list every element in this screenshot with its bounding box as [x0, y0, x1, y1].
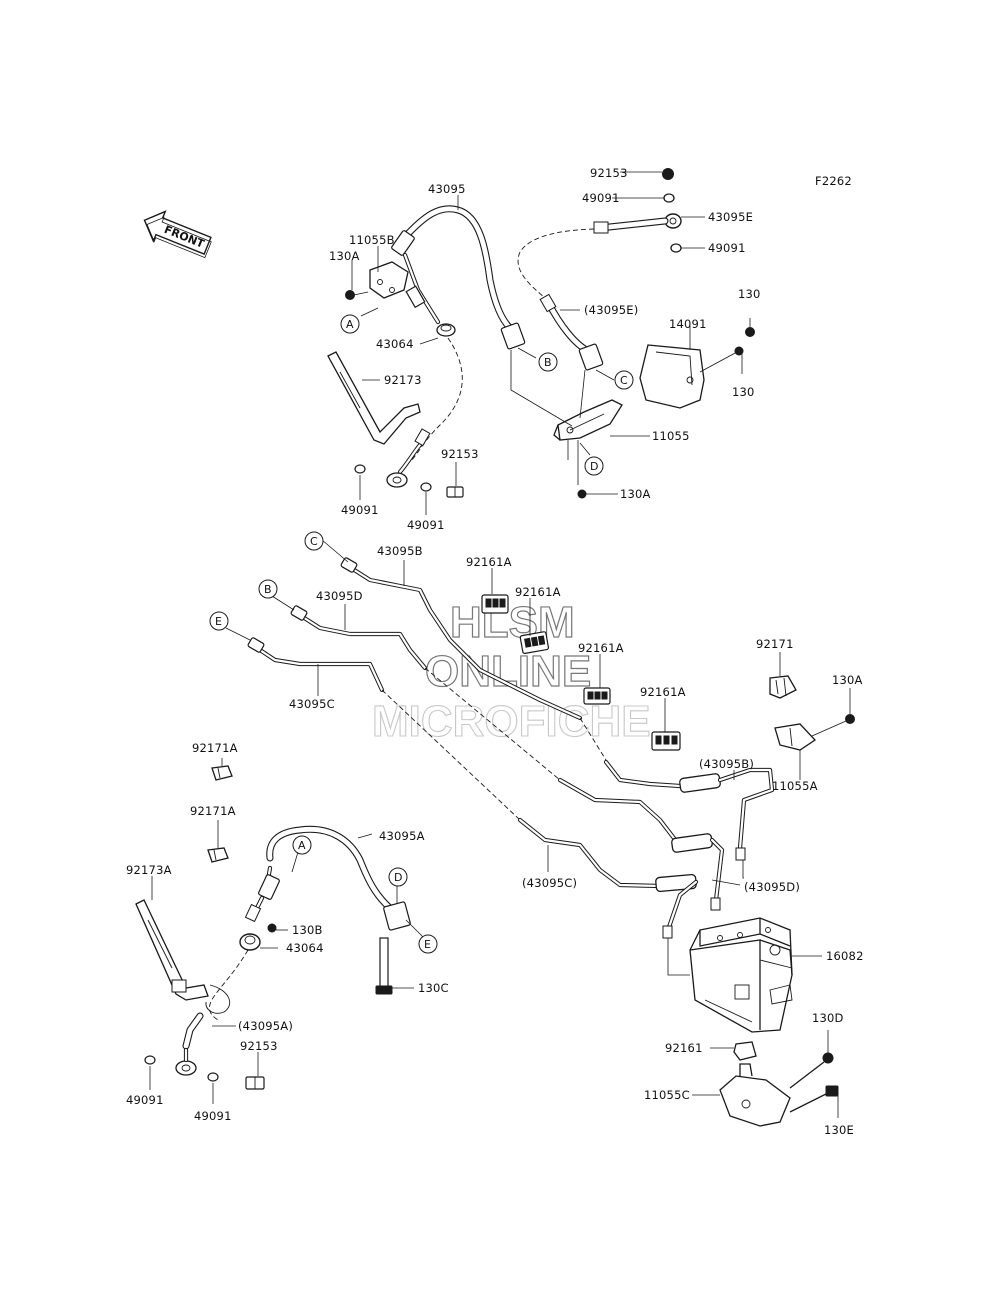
watermark: HLSM ONLINE MICROFICHE	[371, 597, 651, 746]
callout-130-b: 130	[732, 385, 755, 399]
svg-text:D: D	[394, 871, 402, 884]
callout-130A-2: 130A	[620, 487, 651, 501]
ref-mark-e-bottom: E	[418, 934, 438, 954]
callout-130B: 130B	[292, 923, 323, 937]
callout-16082: 16082	[826, 949, 864, 963]
ref-mark-a-bottom: A	[292, 835, 312, 855]
front-arrow-icon: FRONT	[143, 210, 212, 259]
callout-43095E: 43095E	[708, 210, 753, 224]
svg-text:C: C	[620, 374, 628, 387]
callout-49091-top: 49091	[582, 191, 620, 205]
watermark-line1: HLSM	[450, 598, 575, 647]
callout-49091-mid: 49091	[407, 518, 445, 532]
callout-11055B: 11055B	[349, 233, 395, 247]
callout-92161: 92161	[665, 1041, 703, 1055]
callout-43095A-paren: (43095A)	[238, 1019, 293, 1033]
callout-92171: 92171	[756, 637, 794, 651]
callout-130A-3: 130A	[832, 673, 863, 687]
callout-49091-top2: 49091	[708, 241, 746, 255]
reference-marks: A B C D C B E A D E	[209, 314, 634, 954]
pipe-clamps	[481, 568, 681, 751]
right-clamp-assembly	[769, 652, 855, 780]
callout-92153-mid: 92153	[441, 447, 479, 461]
callout-130-a: 130	[738, 287, 761, 301]
middle-brake-pipes	[247, 557, 775, 976]
callout-130D: 130D	[812, 1011, 844, 1025]
callout-92171A-1: 92171A	[192, 741, 238, 755]
svg-text:E: E	[215, 615, 222, 628]
svg-text:E: E	[424, 938, 431, 951]
callout-43095D-paren: (43095D)	[744, 880, 800, 894]
callout-43095A: 43095A	[379, 829, 425, 843]
upper-right-hose-assembly	[510, 168, 755, 499]
callout-43095: 43095	[428, 182, 466, 196]
callout-92161A-2: 92161A	[515, 585, 561, 599]
ref-mark-c-left: C	[304, 531, 324, 551]
watermark-line2: ONLINE	[425, 647, 591, 696]
svg-text:A: A	[298, 839, 306, 852]
callout-49091-bottom1: 49091	[126, 1093, 164, 1107]
leader-lines	[225, 195, 741, 886]
ref-mark-d-bottom: D	[388, 867, 408, 887]
callout-130C: 130C	[418, 981, 449, 995]
callout-11055C: 11055C	[644, 1088, 690, 1102]
upper-left-hose-assembly	[327, 205, 526, 498]
svg-text:D: D	[590, 460, 598, 473]
callout-11055A: 11055A	[772, 779, 818, 793]
part-callouts: 92153 49091 43095E 49091 43095 11055B 13…	[126, 166, 864, 1137]
svg-text:A: A	[346, 318, 354, 331]
callout-43064-top: 43064	[376, 337, 414, 351]
callout-43095B-paren: (43095B)	[699, 757, 754, 771]
callout-43095C-paren: (43095C)	[522, 876, 577, 890]
callout-43095E-paren: (43095E)	[584, 303, 638, 317]
lower-left-hose-assembly	[135, 758, 425, 1104]
callout-92173A: 92173A	[126, 863, 172, 877]
callout-43095D: 43095D	[316, 589, 363, 603]
abs-hydraulic-unit	[689, 917, 839, 1127]
callout-49091-bottom2: 49091	[194, 1109, 232, 1123]
svg-text:B: B	[264, 583, 272, 596]
callout-92173: 92173	[384, 373, 422, 387]
callout-92153-top: 92153	[590, 166, 628, 180]
ref-mark-b-top: B	[538, 352, 558, 372]
callout-43095C: 43095C	[289, 697, 335, 711]
callout-92161A-3: 92161A	[578, 641, 624, 655]
watermark-line3: MICROFICHE	[372, 697, 651, 746]
ref-mark-c-top: C	[614, 370, 634, 390]
callout-130E: 130E	[824, 1123, 854, 1137]
callout-43095B: 43095B	[377, 544, 423, 558]
diagram-id: F2262	[815, 174, 852, 188]
callout-92161A-1: 92161A	[466, 555, 512, 569]
svg-text:B: B	[544, 356, 552, 369]
ref-mark-b-left: B	[258, 579, 278, 599]
callout-14091: 14091	[669, 317, 707, 331]
callout-130A-1: 130A	[329, 249, 360, 263]
ref-mark-a-top: A	[340, 314, 360, 334]
callout-92161A-4: 92161A	[640, 685, 686, 699]
callout-49091-left: 49091	[341, 503, 379, 517]
callout-92153-bottom: 92153	[240, 1039, 278, 1053]
callout-43064-bottom: 43064	[286, 941, 324, 955]
callout-92171A-2: 92171A	[190, 804, 236, 818]
callout-11055: 11055	[652, 429, 690, 443]
ref-mark-d-top: D	[584, 456, 604, 476]
ref-mark-e-left: E	[209, 611, 229, 631]
svg-text:C: C	[310, 535, 318, 548]
